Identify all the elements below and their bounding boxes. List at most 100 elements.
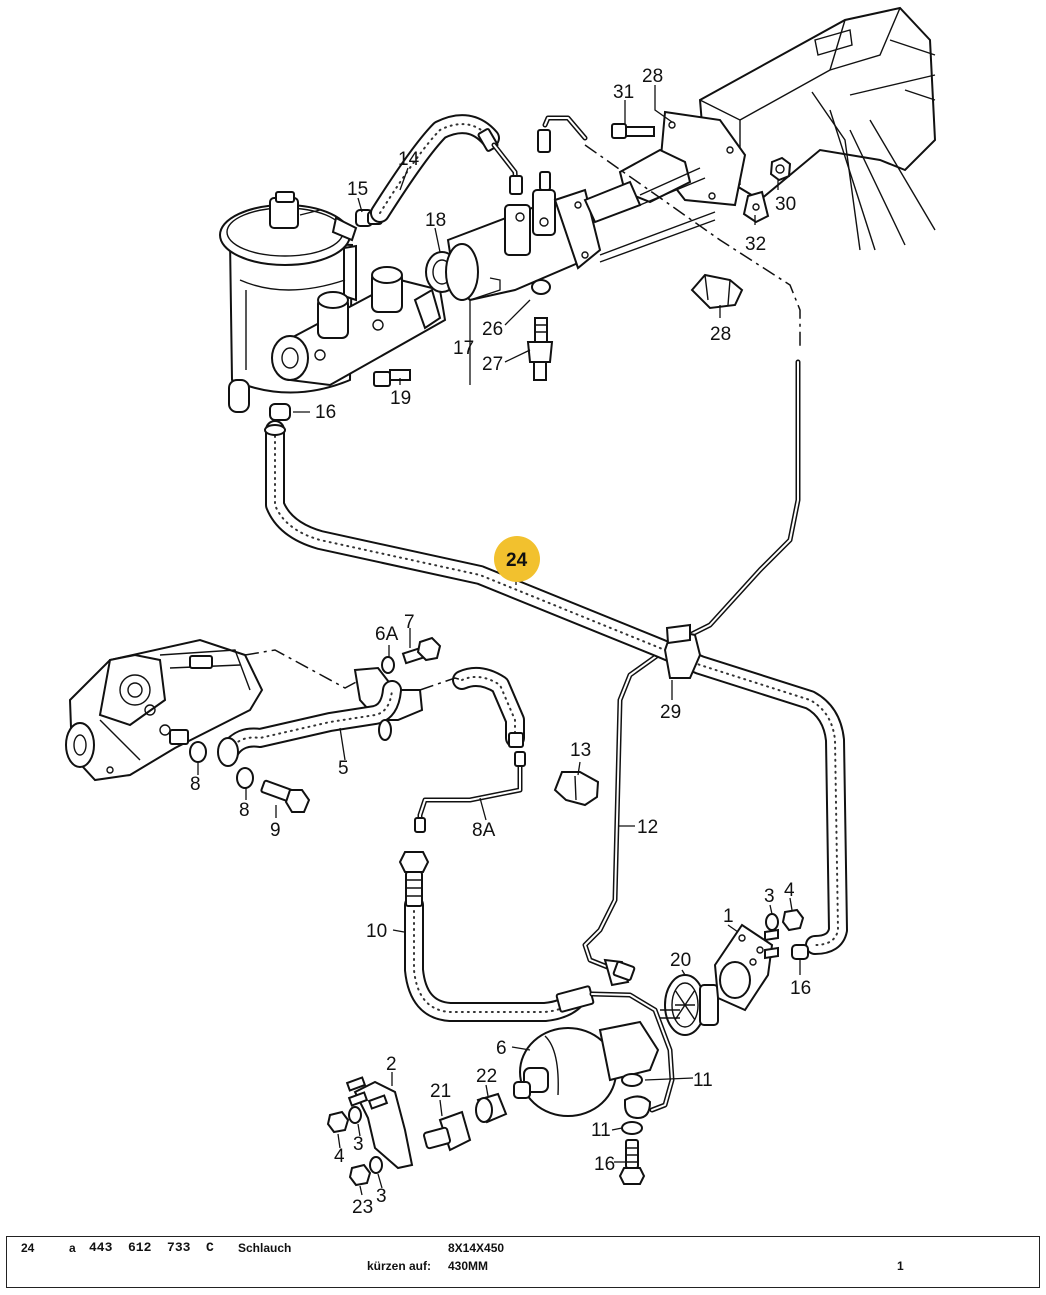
callout-28[interactable]: 28 <box>710 324 731 345</box>
table-pos: 24 <box>21 1241 35 1255</box>
bolt-7 <box>401 636 442 665</box>
return-line-13 <box>582 359 801 987</box>
callout-labels: 28 31 14 15 30 18 32 26 28 17 27 19 16 2… <box>190 66 811 1218</box>
callout-3-left-b[interactable]: 3 <box>376 1186 387 1207</box>
callout-4-left[interactable]: 4 <box>334 1146 345 1167</box>
callout-32[interactable]: 32 <box>745 234 766 255</box>
washer-3-left-a <box>348 1106 362 1124</box>
brake-lines-upper <box>491 115 588 195</box>
pressure-accumulator-6 <box>513 1020 660 1117</box>
callout-16-top[interactable]: 15 <box>347 179 368 200</box>
washer-11-lower <box>621 1121 643 1135</box>
washer-8-b <box>236 767 254 789</box>
hose-15 <box>370 114 500 223</box>
routing-line-bracket <box>419 677 463 691</box>
callout-1[interactable]: 1 <box>723 906 734 927</box>
callout-11-upper[interactable]: 11 <box>693 1070 713 1091</box>
callout-19[interactable]: 19 <box>390 388 411 409</box>
washer-6A <box>381 656 395 674</box>
nut-4-left <box>326 1110 350 1134</box>
callout-16-bottom[interactable]: 16 <box>315 402 336 423</box>
clip-32 <box>742 190 770 224</box>
seal-26 <box>531 279 551 295</box>
valve-body-17 <box>445 167 716 302</box>
brake-servo-flange <box>618 110 747 207</box>
routing-line-top <box>584 144 801 350</box>
bolt-31 <box>611 123 655 139</box>
table-variant: a <box>69 1241 76 1255</box>
bracket-28 <box>690 273 744 310</box>
banjo-bolt-9 <box>260 779 311 813</box>
callout-8A[interactable]: 8A <box>472 820 496 841</box>
table-note-label: kürzen auf: <box>367 1259 432 1273</box>
banjo-fitting <box>624 1095 652 1120</box>
callout-2[interactable]: 2 <box>386 1054 397 1075</box>
hose-10 <box>398 851 675 1113</box>
hose-8A <box>414 666 526 833</box>
callout-26[interactable]: 26 <box>482 319 503 340</box>
callout-30[interactable]: 30 <box>775 194 796 215</box>
callout-21[interactable]: 21 <box>430 1081 451 1102</box>
callout-8-b[interactable]: 8 <box>239 800 250 821</box>
table-part-number[interactable]: 443 612 733 C <box>89 1240 214 1255</box>
pump-assembly <box>65 638 264 782</box>
washer-3-right <box>765 913 779 931</box>
valve-20 <box>660 974 719 1036</box>
pressure-line-5 <box>217 666 424 767</box>
bushing-22 <box>475 1092 508 1124</box>
callout-29[interactable]: 28 <box>642 66 663 87</box>
highlight-marker[interactable] <box>494 536 540 582</box>
mounting-plate-1 <box>713 923 779 1012</box>
callout-12[interactable]: 16 <box>594 1154 615 1175</box>
parts-diagram: 28 31 14 15 30 18 32 26 28 17 27 19 16 2… <box>65 6 937 1218</box>
callout-24[interactable]: 24 <box>506 550 528 571</box>
callout-3-right[interactable]: 3 <box>764 886 775 907</box>
callout-9[interactable]: 9 <box>270 820 281 841</box>
callout-4-right[interactable]: 4 <box>784 880 795 901</box>
table-note-value: 430MM <box>448 1259 489 1273</box>
nut-4-right <box>781 908 805 932</box>
callout-6[interactable]: 6 <box>496 1038 507 1059</box>
washer-3-left-b <box>369 1156 383 1174</box>
vehicle-body-illustration <box>698 6 937 251</box>
clip-14 <box>553 771 600 807</box>
table-quantity: 1 <box>897 1259 904 1273</box>
table-description: Schlauch <box>238 1241 292 1255</box>
callout-11-lower[interactable]: 11 <box>591 1120 611 1141</box>
callout-3-left-a[interactable]: 3 <box>353 1134 364 1155</box>
callout-8-a[interactable]: 8 <box>190 774 201 795</box>
routing-line-pump <box>244 649 361 689</box>
callout-23[interactable]: 23 <box>352 1197 373 1218</box>
callout-31[interactable]: 31 <box>613 82 634 103</box>
banjo-bolt-12 <box>618 1139 646 1185</box>
bolt-19 <box>373 369 411 387</box>
callout-25[interactable]: 29 <box>660 702 681 723</box>
callout-16-lower[interactable]: 16 <box>790 978 811 999</box>
leader-lines <box>197 85 801 1196</box>
nut-30 <box>769 156 792 182</box>
washer-11-upper <box>621 1073 643 1087</box>
washer-8-a <box>189 741 207 763</box>
callout-27[interactable]: 27 <box>482 354 503 375</box>
master-cylinder <box>271 266 447 387</box>
callout-15[interactable]: 14 <box>398 149 420 170</box>
callout-5[interactable]: 5 <box>338 758 349 779</box>
clip-25 <box>663 623 702 679</box>
bushing-21 <box>423 1110 472 1152</box>
callout-10[interactable]: 10 <box>366 921 387 942</box>
mounting-bracket-2 <box>345 1076 414 1170</box>
callout-20[interactable]: 20 <box>670 950 691 971</box>
callout-13[interactable]: 12 <box>637 817 658 838</box>
pressure-switch-27 <box>526 317 554 381</box>
hose-24 <box>264 420 848 955</box>
table-spec: 8X14X450 <box>448 1241 505 1255</box>
callout-17[interactable]: 17 <box>453 338 474 359</box>
callout-7[interactable]: 7 <box>404 612 415 633</box>
cap-16-lower <box>791 944 809 960</box>
callout-18[interactable]: 18 <box>425 210 446 231</box>
callout-22[interactable]: 22 <box>476 1066 497 1087</box>
callout-14[interactable]: 13 <box>570 740 591 761</box>
callout-6A[interactable]: 6A <box>375 624 399 645</box>
nut-23 <box>348 1163 372 1187</box>
parts-info-table: 24 a 443 612 733 C Schlauch 8X14X450 kür… <box>6 1236 1040 1288</box>
